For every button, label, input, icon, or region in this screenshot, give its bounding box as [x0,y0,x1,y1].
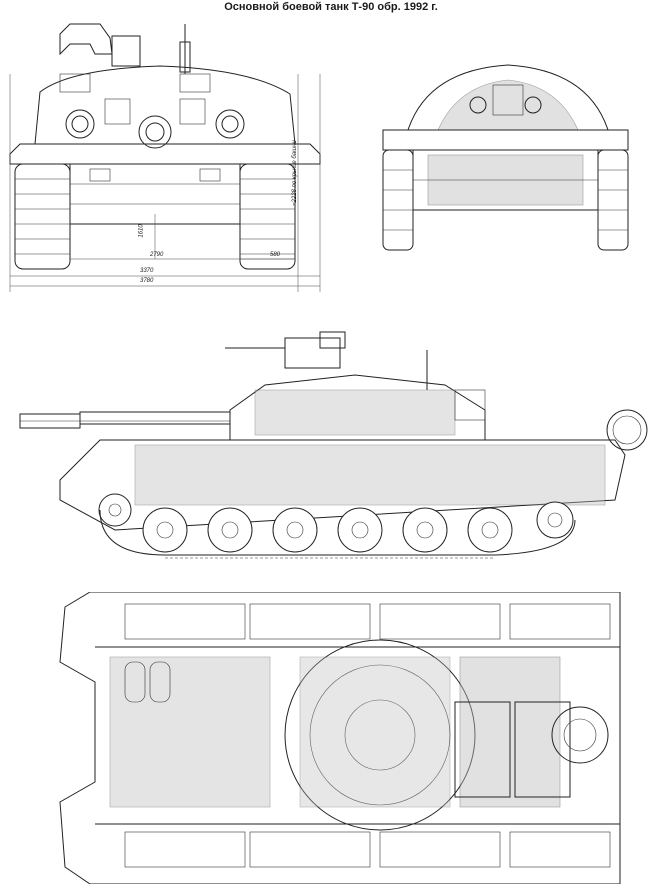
rear-section-drawing [382,64,629,251]
top-view-drawing [59,592,621,884]
right-track-front [239,163,296,270]
turret-ring-top [284,639,476,831]
front-view-drawing [9,23,321,292]
turret-section [407,64,609,131]
road-wheels [98,493,574,553]
hull-section [382,129,629,211]
left-track-front [14,163,71,270]
main-gun [19,411,231,429]
dimension-lines [9,74,321,292]
page-title: Основной боевой танк Т-90 обр. 1992 г. [224,1,438,13]
turret-side [225,331,486,441]
tracks-section [382,149,629,251]
dim-label-2790: 2790 [150,252,164,258]
dim-label-1610: 1610 [138,224,145,238]
hull-front [9,143,321,225]
dim-label-580: 580 [270,252,281,258]
dim-label-3780: 3780 [140,278,154,284]
dim-label-height: ≈2228 по крыше башни [291,140,298,206]
turret-front [34,23,296,149]
hull-outline-top [59,592,621,884]
side-view-drawing [19,331,648,559]
track-side [99,509,576,559]
fenders-top [124,603,611,868]
hull-side [59,409,648,531]
dim-label-3370: 3370 [140,268,154,274]
internals-top [109,656,609,808]
